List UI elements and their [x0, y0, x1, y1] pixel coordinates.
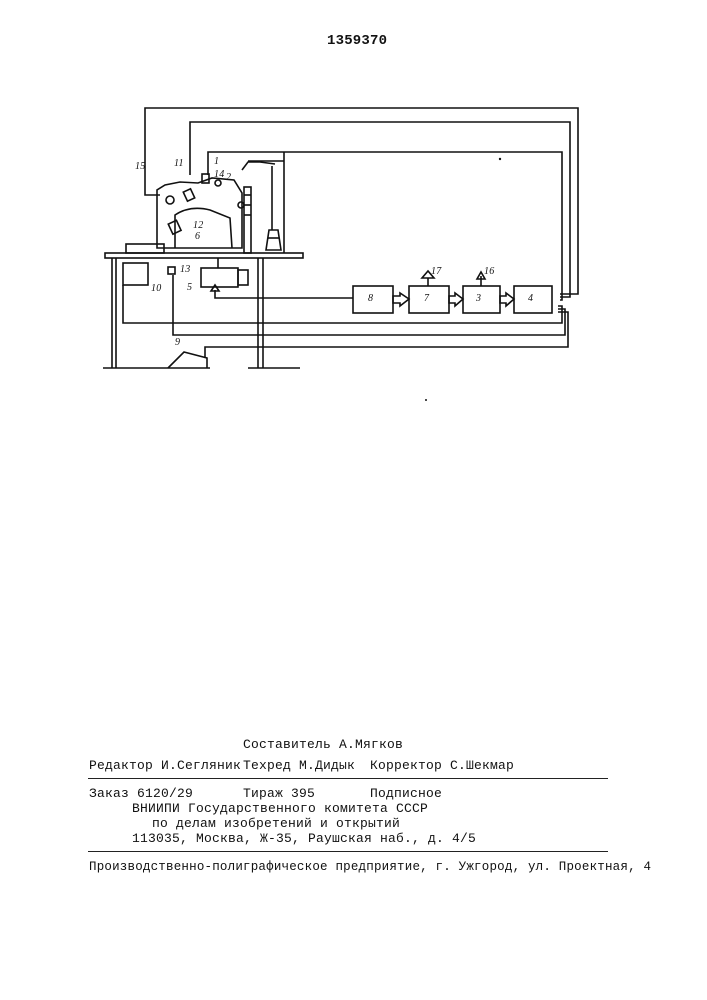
proofreader: Корректор С.Шекмар [370, 758, 514, 773]
colophon-rule-top [88, 778, 608, 779]
label-13: 13 [180, 264, 190, 275]
label-4: 4 [528, 293, 533, 304]
label-10: 10 [151, 283, 161, 294]
label-16: 16 [484, 266, 494, 277]
label-7: 7 [424, 293, 429, 304]
label-9: 9 [175, 337, 180, 348]
printer: Производственно-полиграфическое предприя… [89, 860, 651, 874]
org-address: 113035, Москва, Ж-35, Раушская наб., д. … [132, 831, 476, 846]
label-15: 15 [135, 161, 145, 172]
compiler: Составитель А.Мягков [243, 737, 403, 752]
label-12: 12 [193, 220, 203, 231]
subscription: Подписное [370, 786, 442, 801]
label-6: 6 [195, 231, 200, 242]
sewing-machine-diagram [0, 0, 707, 420]
label-1: 1 [214, 156, 219, 167]
label-3: 3 [476, 293, 481, 304]
label-17: 17 [431, 266, 441, 277]
editor: Редактор И.Сегляник [89, 758, 241, 773]
tech-editor: Техред М.Дидык [243, 758, 355, 773]
colophon-rule-bottom [88, 851, 608, 852]
label-11: 11 [174, 158, 184, 169]
label-8: 8 [368, 293, 373, 304]
label-14: 14 [214, 169, 224, 180]
order: Заказ 6120/29 [89, 786, 193, 801]
org-line-2: по делам изобретений и открытий [152, 816, 400, 831]
label-2: 2 [226, 172, 231, 183]
org-line-1: ВНИИПИ Государственного комитета СССР [132, 801, 428, 816]
label-5: 5 [187, 282, 192, 293]
circulation: Тираж 395 [243, 786, 315, 801]
